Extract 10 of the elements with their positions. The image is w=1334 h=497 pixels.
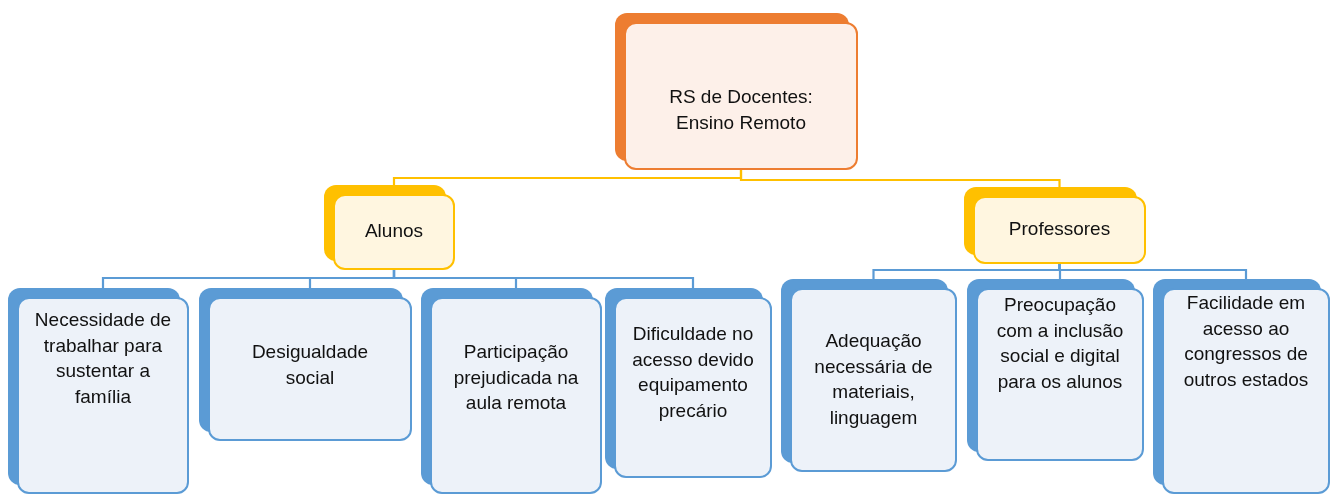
card-text: Alunos [364,219,424,243]
card-text: Participação prejudicada na aula remota [452,340,580,416]
card-text: Preocupação com a inclusão social e digital para os alunos [995,293,1125,394]
card-text: Necessidade de trabalhar para sustentar a família [33,308,173,409]
card-text: RS de Docentes: Ensino Remoto [668,85,814,135]
card-text: Facilidade em acesso ao congressos de outros estados [1182,291,1310,392]
card-text: Dificuldade no acesso devido equipamento precário [631,322,755,423]
card-text: Desigualdade social [250,340,370,390]
card-text: Professores [1008,217,1111,241]
card-text: Adequação necessária de materiais, linguagem [813,329,934,430]
